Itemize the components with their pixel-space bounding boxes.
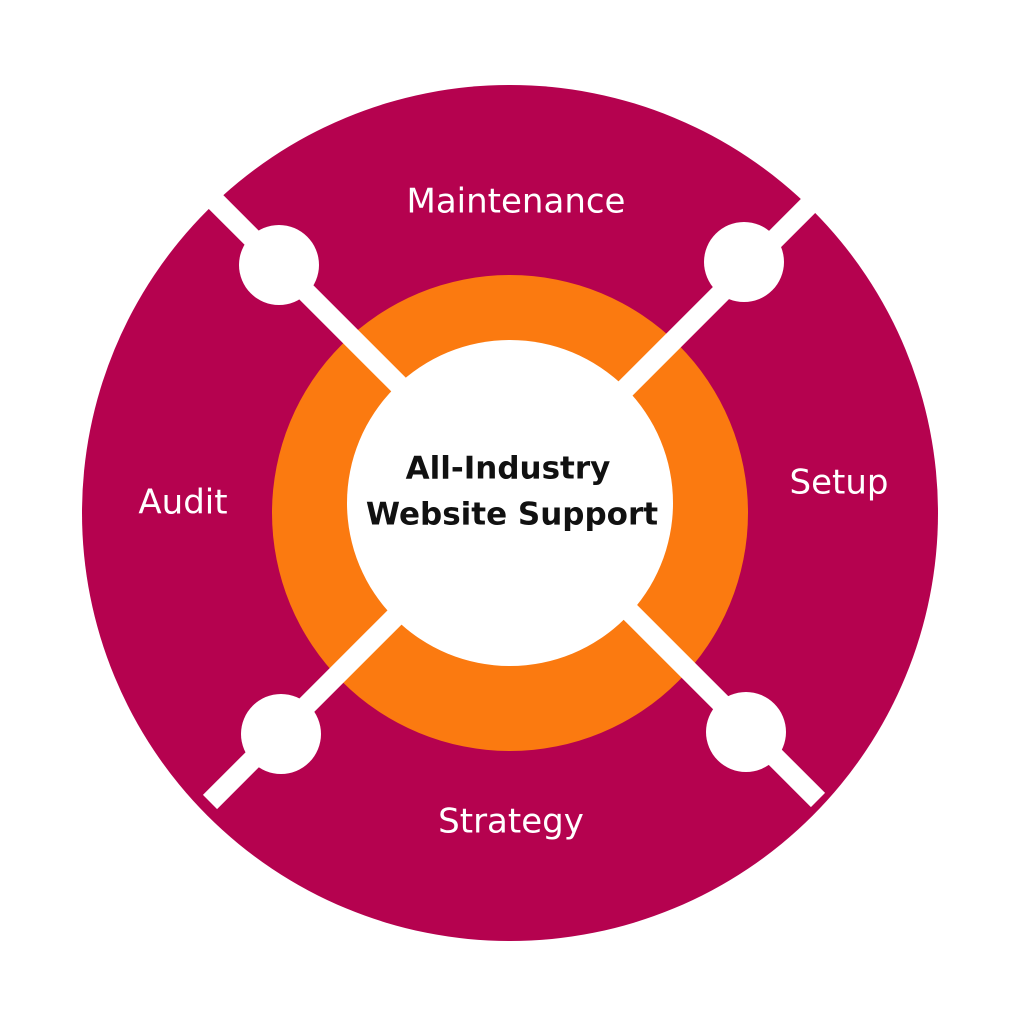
center-circle — [347, 340, 673, 666]
node-circle-bottom-left — [241, 694, 321, 774]
divider-top-right — [582, 188, 826, 432]
segment-label-maintenance: Maintenance — [407, 182, 626, 222]
segment-label-setup: Setup — [790, 463, 889, 503]
node-circle-top-left — [239, 225, 319, 305]
segment-label-audit: Audit — [138, 483, 227, 523]
segment-label-strategy: Strategy — [438, 802, 584, 842]
node-circle-bottom-right — [706, 692, 786, 772]
center-title-line-1: All-Industry — [406, 451, 611, 487]
node-circle-top-right — [704, 222, 784, 302]
center-title-line-2: Website Support — [366, 497, 658, 533]
